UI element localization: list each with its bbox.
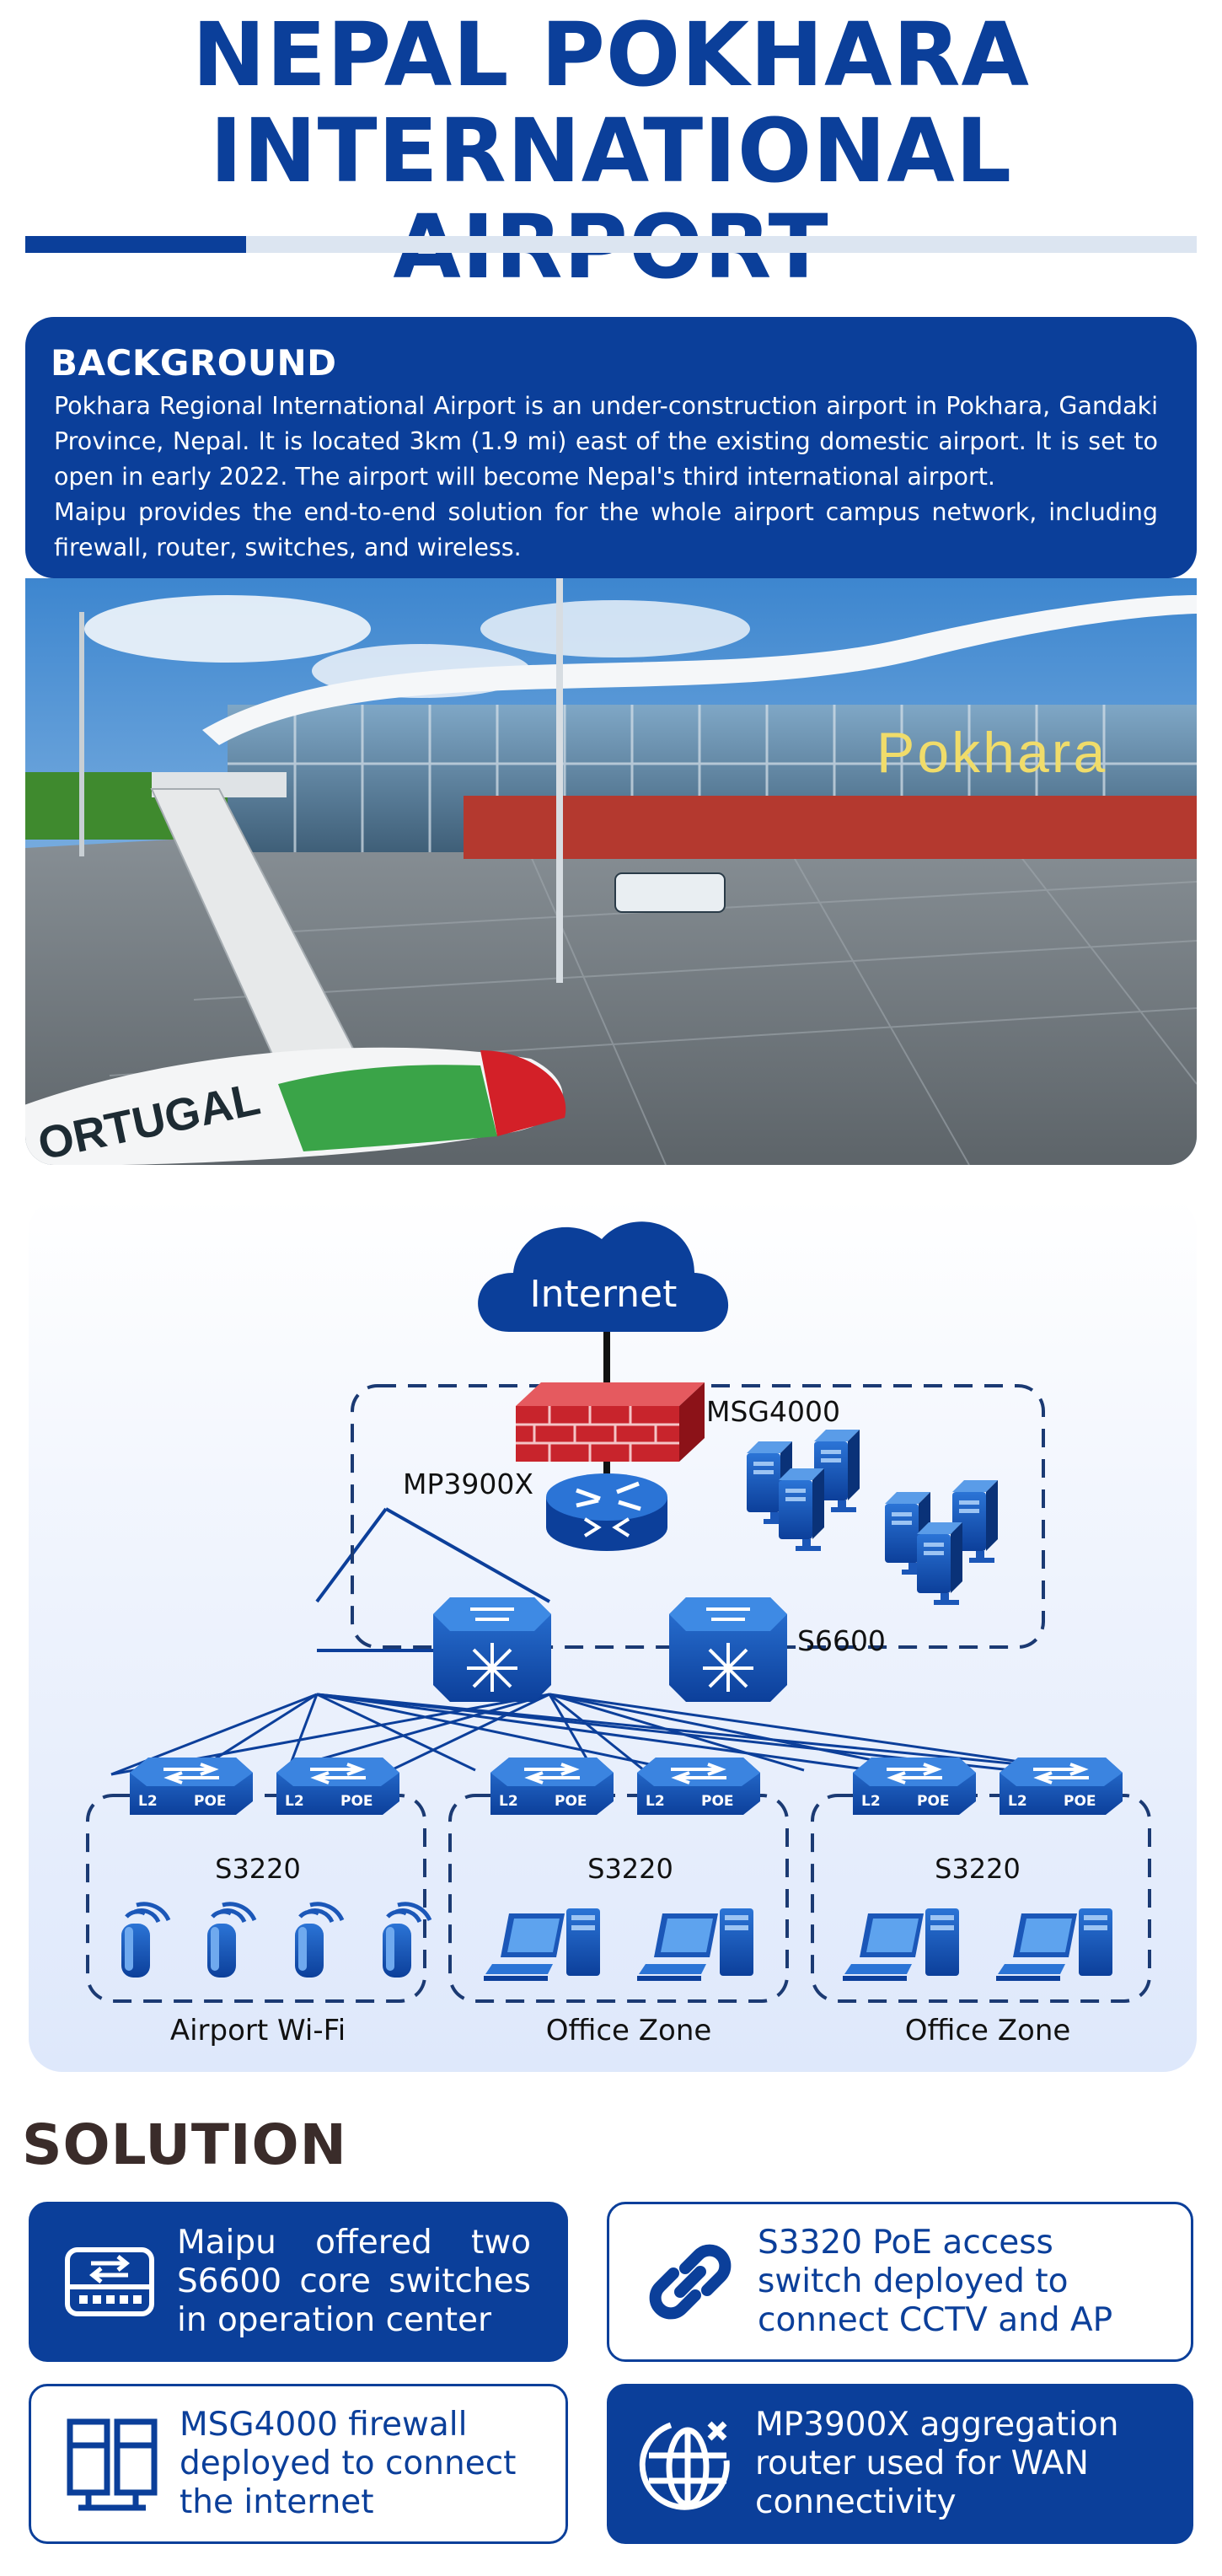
core-switch-label: S6600 <box>797 1624 886 1657</box>
light-pole <box>79 612 84 856</box>
svg-text:L2: L2 <box>861 1793 881 1810</box>
svg-text:POE: POE <box>701 1793 734 1810</box>
access-zone-box-3 <box>811 1794 1151 2003</box>
desktop-pc-icon <box>996 1908 1112 1981</box>
access-point-icon <box>207 1904 255 1978</box>
access-point-icon <box>383 1904 430 1978</box>
terminal-sign: Pokhara <box>876 721 1107 785</box>
firewall-icon <box>516 1382 705 1462</box>
cloud <box>84 595 371 663</box>
airplane-green-livery <box>278 1065 497 1151</box>
firewall-label: MSG4000 <box>706 1395 840 1428</box>
background-paragraph-1: Pokhara Regional International Airport i… <box>54 392 1158 491</box>
desktop-pc-icon <box>843 1908 959 1981</box>
title-line-1: NEPAL POKHARA <box>191 3 1031 106</box>
solution-card-firewall: MSG4000 firewall deployed to connect the… <box>29 2384 568 2544</box>
svg-text:POE: POE <box>340 1793 373 1810</box>
router-icon <box>546 1473 667 1551</box>
solution-card-router: MP3900X aggregation router used for WAN … <box>607 2384 1193 2544</box>
svg-text:L2: L2 <box>646 1793 665 1810</box>
solution-card-text: MP3900X aggregation router used for WAN … <box>755 2406 1119 2521</box>
svg-text:L2: L2 <box>1008 1793 1027 1810</box>
zone-switch-label: S3220 <box>587 1853 673 1885</box>
network-topology-diagram: Internet MSG4000 MP3900X <box>29 1197 1197 2072</box>
svg-text:L2: L2 <box>138 1793 158 1810</box>
svg-text:POE: POE <box>917 1793 950 1810</box>
terminal-roof <box>202 595 1197 745</box>
link-icon <box>640 2231 741 2332</box>
core-switch-icon <box>431 1596 553 1704</box>
globe-router-icon <box>637 2413 738 2514</box>
bus <box>614 872 726 913</box>
background-heading: BACKGROUND <box>51 342 337 384</box>
access-zone-box-2 <box>448 1794 789 2003</box>
svg-text:L2: L2 <box>285 1793 304 1810</box>
server-icon <box>779 1468 824 1551</box>
solution-card-text: Maipu offered two S6600 core switches in… <box>177 2224 531 2339</box>
core-switch-icon <box>667 1596 789 1704</box>
solution-card-poe-switch: S3320 PoE access switch deployed to conn… <box>607 2202 1193 2362</box>
terminal-base <box>464 796 1197 859</box>
cloud <box>480 600 750 657</box>
svg-text:POE: POE <box>555 1793 587 1810</box>
title-underline <box>25 236 1197 253</box>
access-zone-box-1 <box>86 1794 426 2003</box>
solution-card-text: S3320 PoE access switch deployed to conn… <box>758 2224 1113 2339</box>
background-paragraph-2: Maipu provides the end-to-end solution f… <box>54 498 1158 561</box>
solution-card-core-switches: Maipu offered two S6600 core switches in… <box>29 2202 568 2362</box>
zone-switch-label: S3220 <box>215 1853 301 1885</box>
internet-cloud-icon: Internet <box>478 1221 729 1332</box>
airport-terminal-photo: Pokhara ORTUGAL <box>25 578 1197 1165</box>
svg-text:L2: L2 <box>499 1793 518 1810</box>
switch-badges: L2 POE L2 POE L2 POE L2 POE L2 POE L2 POE <box>138 1793 1096 1810</box>
title-underline-accent <box>25 236 246 253</box>
solution-heading: SOLUTION <box>22 2112 347 2177</box>
server-icon <box>62 2413 163 2514</box>
zone-switch-label: S3220 <box>935 1853 1021 1885</box>
background-card: BACKGROUND Pokhara Regional Internationa… <box>25 317 1197 578</box>
access-point-icon <box>121 1904 169 1978</box>
svg-text:POE: POE <box>194 1793 227 1810</box>
airplane-red-livery <box>480 1050 566 1136</box>
zone-label: Airport Wi-Fi <box>170 2014 346 2047</box>
zone-label: Office Zone <box>905 2014 1071 2047</box>
solution-card-text: MSG4000 firewall deployed to connect the… <box>180 2406 517 2521</box>
terminal-mullions <box>228 705 1197 852</box>
light-pole <box>556 578 563 983</box>
desktop-pc-icon <box>637 1908 753 1981</box>
desktop-pc-icon <box>484 1908 600 1981</box>
server-icon <box>917 1522 962 1605</box>
router-label: MP3900X <box>403 1468 533 1500</box>
cloud-label: Internet <box>530 1273 678 1316</box>
switch-icon <box>59 2231 160 2332</box>
svg-text:POE: POE <box>1064 1793 1096 1810</box>
title-line-2: INTERNATIONAL AIRPORT <box>209 99 1013 298</box>
access-point-icon <box>295 1904 342 1978</box>
zone-label: Office Zone <box>546 2014 712 2047</box>
